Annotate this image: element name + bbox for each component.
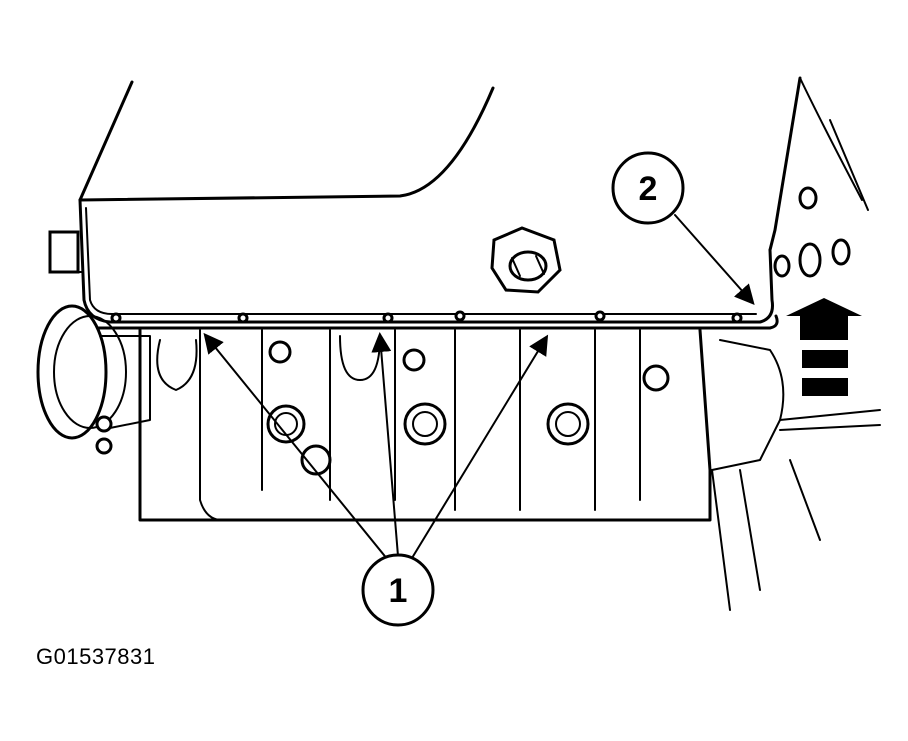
callout-2-label: 2 <box>639 170 658 208</box>
callout-2-leader <box>674 214 755 305</box>
callout-1-leaders <box>203 332 549 561</box>
front-pulley <box>36 230 151 455</box>
drain-plug <box>490 226 562 294</box>
arrow-up-icon <box>786 298 862 396</box>
figure-id-label: G01537831 <box>36 644 156 669</box>
bellhousing-side <box>711 186 881 611</box>
callout-1-label: 1 <box>389 572 408 610</box>
callout-2: 2 <box>611 151 685 225</box>
oil-pan-outline <box>78 76 869 324</box>
engine-lower-block <box>138 328 712 522</box>
callout-1: 1 <box>361 553 435 627</box>
